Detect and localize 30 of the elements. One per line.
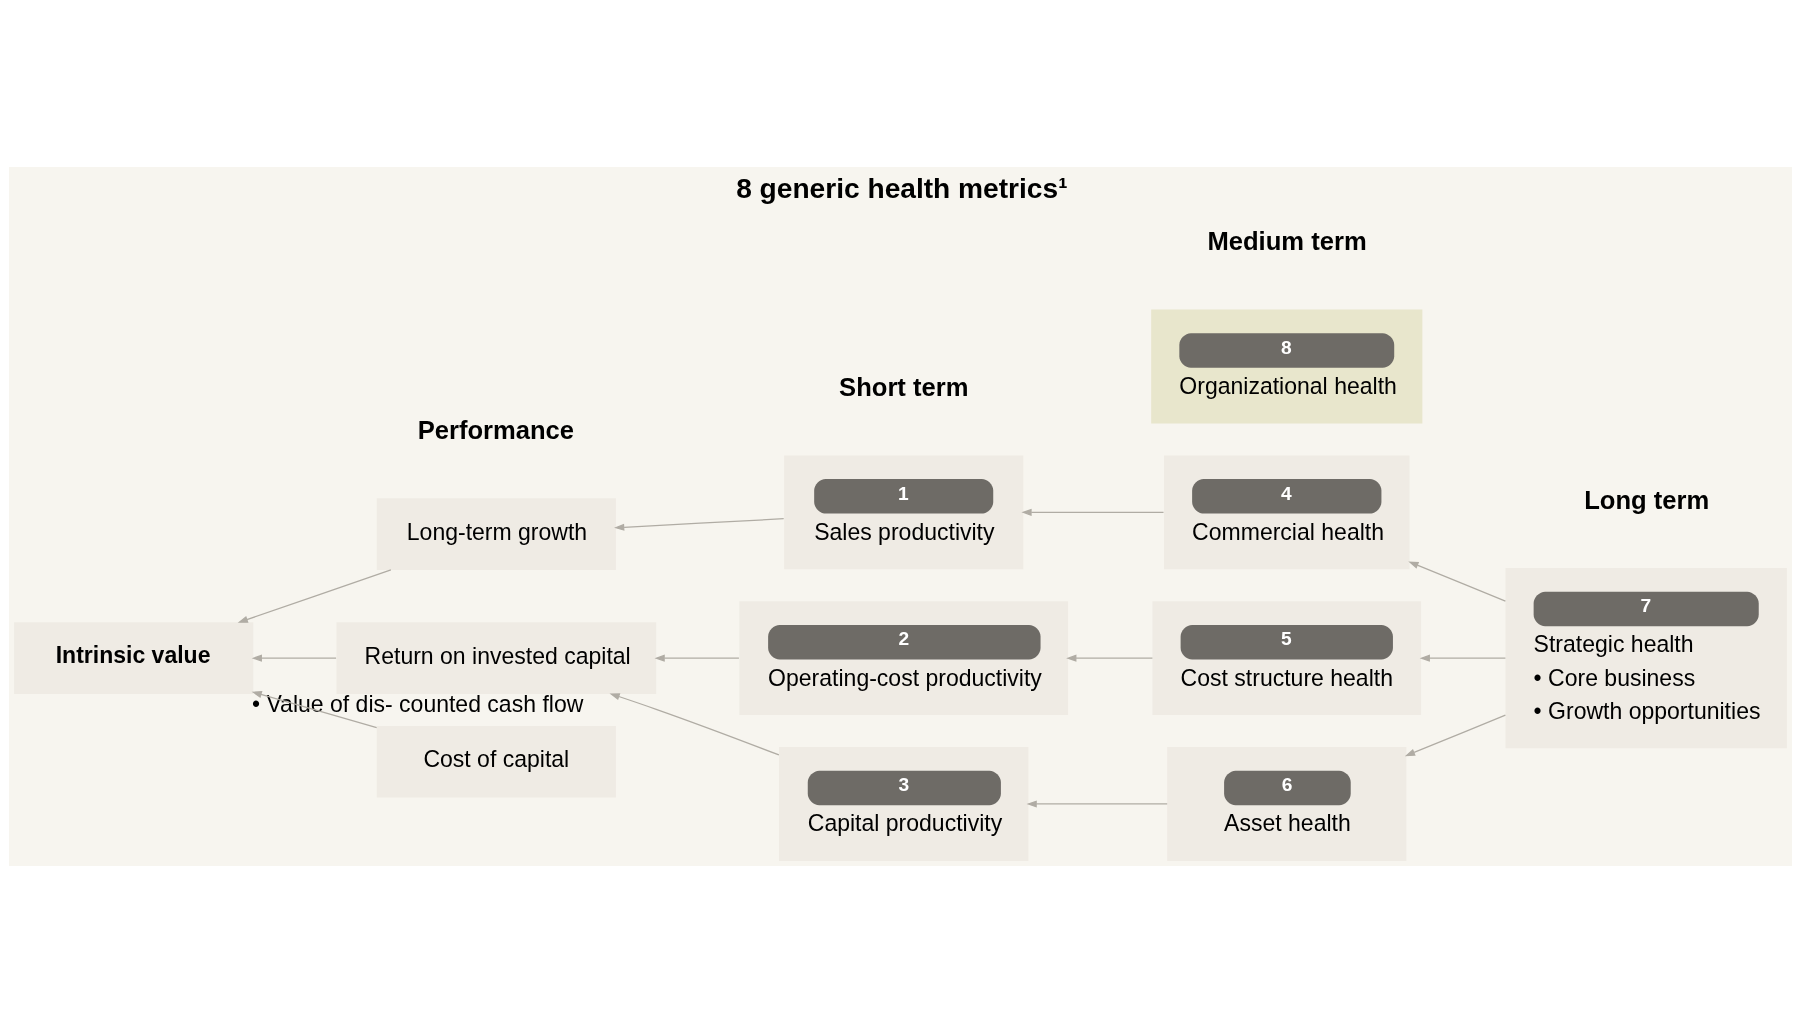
arrow bbox=[1404, 714, 1507, 757]
node-box: 4 Commercial health bbox=[1164, 455, 1410, 570]
node-box: Cost of capital bbox=[376, 725, 616, 798]
arrow bbox=[614, 518, 785, 531]
node-box: 2 Operating-cost productivity bbox=[739, 601, 1069, 716]
arrow bbox=[1066, 654, 1154, 662]
label: Short term bbox=[839, 372, 969, 401]
label: Medium term bbox=[1207, 227, 1367, 256]
arrow bbox=[1026, 800, 1168, 808]
label: Long term bbox=[1584, 485, 1710, 514]
arrow bbox=[1419, 654, 1507, 662]
node-box: 3 Capital productivity bbox=[779, 747, 1029, 861]
node-box: 1 Sales productivity bbox=[784, 455, 1024, 570]
label: Performance bbox=[417, 416, 575, 445]
diagram-title: 8 generic health metrics¹ bbox=[736, 173, 1068, 205]
node-box: 6 Asset health bbox=[1167, 747, 1407, 861]
arrow bbox=[1021, 508, 1165, 516]
node-box: Intrinsic value bbox=[14, 622, 254, 694]
arrow bbox=[237, 569, 392, 623]
arrow bbox=[654, 654, 740, 662]
node-box: Return on invested capital bbox=[336, 622, 657, 694]
node-box: 8 Organizational health bbox=[1151, 309, 1423, 424]
arrow bbox=[609, 693, 780, 756]
arrow bbox=[251, 691, 378, 729]
arrow bbox=[251, 654, 337, 662]
node-box: 5 Cost structure health bbox=[1152, 601, 1422, 716]
node-label: • Value of dis- counted cash flow bbox=[252, 691, 584, 718]
node-box: Long-term growth bbox=[376, 498, 616, 570]
node-box: 7 Strategic health • Core business • Growth opportunities bbox=[1505, 568, 1787, 749]
arrow bbox=[1408, 561, 1507, 602]
